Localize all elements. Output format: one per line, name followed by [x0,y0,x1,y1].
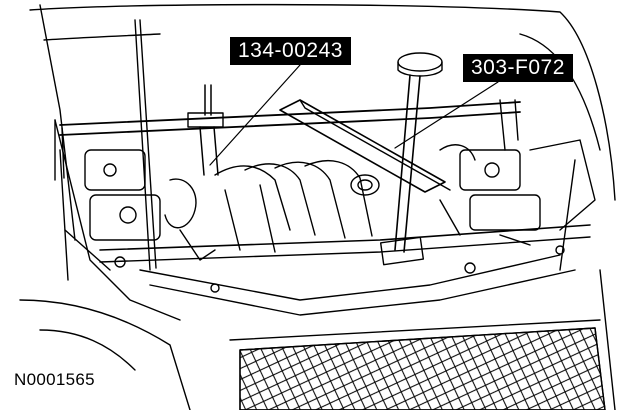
right-components [440,140,595,245]
figure-id: N0001565 [14,370,95,389]
leader-lines [210,65,498,165]
leader-303-F072 [395,82,498,148]
front-fascia [20,270,615,410]
lifting-hook [188,85,223,175]
left-fender [55,20,180,320]
alignment-tool [280,53,450,265]
hood [30,5,615,280]
engine-support-bar [55,100,520,180]
radiator-support [100,225,590,315]
intake-manifold [215,161,379,252]
leader-134-00243 [210,65,300,165]
callout-134-00243: 134-00243 [230,37,351,65]
callout-303-F072: 303-F072 [463,54,573,82]
grille [240,328,605,410]
left-components [85,150,215,260]
